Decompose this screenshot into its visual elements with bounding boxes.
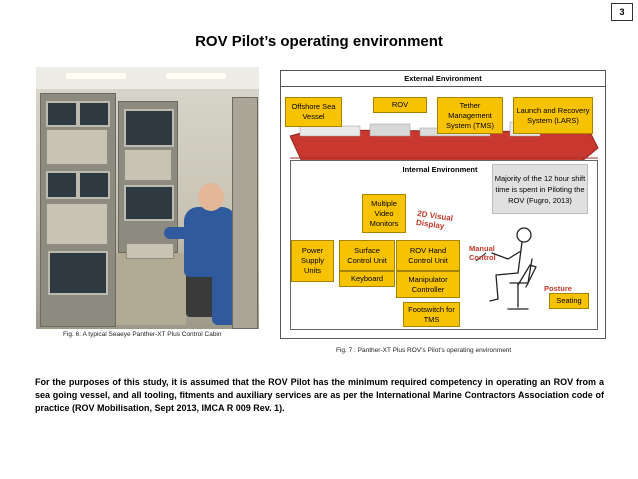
- body-paragraph: For the purposes of this study, it is as…: [35, 377, 604, 413]
- manual-control-label: Manual Control: [469, 244, 496, 262]
- rov-hand-control-unit-box: ROV Hand Control Unit: [396, 240, 460, 271]
- tether-management-system-box: Tether Management System (TMS): [437, 97, 503, 134]
- launch-and-recovery-system-box: Launch and Recovery System (LARS): [513, 97, 593, 134]
- external-title-divider: [280, 86, 606, 87]
- power-supply-units-box: Power Supply Units: [291, 240, 334, 282]
- page-title: ROV Pilot’s operating environment: [195, 33, 443, 50]
- internal-environment-title: Internal Environment: [402, 165, 478, 174]
- rov-box: ROV: [373, 97, 427, 113]
- shift-time-callout: Majority of the 12 hour shift time is sp…: [492, 164, 588, 214]
- offshore-sea-vessel-box: Offshore Sea Vessel: [285, 97, 342, 127]
- external-environment-title: External Environment: [404, 74, 482, 83]
- keyboard-box: Keyboard: [339, 271, 395, 287]
- seated-pilot-illustration: [475, 227, 537, 310]
- surface-control-unit-box: Surface Control Unit: [339, 240, 395, 271]
- footswitch-box: Footswitch for TMS: [403, 302, 460, 327]
- page-number: 3: [611, 3, 633, 21]
- manipulator-controller-box: Manipulator Controller: [396, 271, 460, 298]
- figure-6-caption: Fig. 6: A typical Seaeye Panther-XT Plus…: [63, 331, 222, 338]
- control-cabin-photo: [36, 67, 259, 329]
- seating-box: Seating: [549, 293, 589, 309]
- video-monitors-box: Multiple Video Monitors: [362, 194, 406, 233]
- figure-7-caption: Fig. 7 : Panther-XT Plus ROV’s Pilot’s o…: [336, 347, 512, 354]
- posture-label: Posture: [544, 284, 572, 293]
